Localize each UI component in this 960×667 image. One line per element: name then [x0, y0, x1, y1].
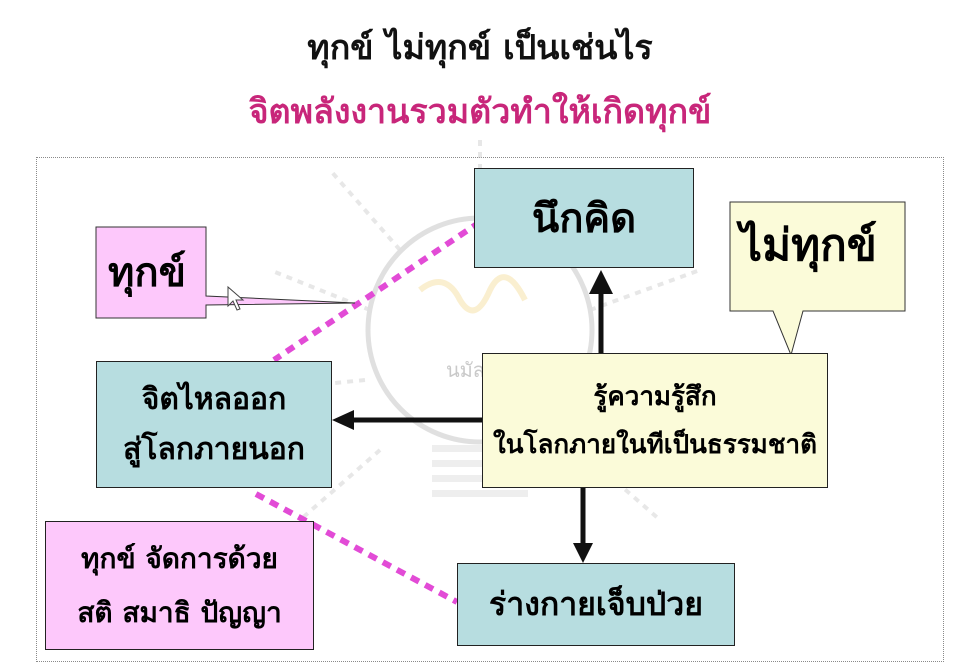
pointer-cursor-icon	[227, 285, 245, 311]
page-subtitle: จิตพลังงานรวมตัวทำให้เกิดทุกข์	[248, 92, 712, 132]
arrow-awareness-to-mind	[332, 410, 482, 430]
think-box: นึกคิด	[474, 168, 694, 268]
awareness-line2: ในโลกภายในทีเป็นธรรมชาติ	[493, 429, 817, 460]
no-suffering-label: ไม่ทุกข์	[740, 220, 877, 271]
arrow-awareness-to-think	[589, 270, 613, 353]
manage-suffering-box: ทุกข์ จัดการด้วย สติ สมาธิ ปัญญา	[45, 521, 314, 650]
mind-outward-line1: จิตไหลออก	[141, 381, 287, 417]
page-title: ทุกข์ ไม่ทุกข์ เป็นเช่นไร	[307, 28, 653, 68]
awareness-box: รู้ความรู้สึก ในโลกภายในทีเป็นธรรมชาติ	[482, 353, 828, 488]
awareness-line1: รู้ความรู้สึก	[593, 381, 717, 412]
mind-outward-line2: สู่โลกภายนอก	[123, 431, 305, 467]
body-sick-label: ร่างกายเจ็บป่วย	[489, 585, 703, 623]
manage-line2: สติ สมาธิ ปัญญา	[77, 595, 282, 629]
manage-line1: ทุกข์ จัดการด้วย	[81, 541, 278, 575]
dotted-link-mind-to-body	[254, 491, 459, 605]
suffering-callout	[95, 226, 356, 319]
suffering-label: ทุกข์	[108, 249, 186, 296]
arrow-awareness-to-body	[573, 488, 593, 563]
diagram-frame	[36, 157, 944, 662]
think-label: นึกคิด	[531, 195, 637, 242]
mind-outward-box: จิตไหลออก สู่โลกภายนอก	[96, 361, 332, 488]
no-suffering-callout	[729, 201, 906, 357]
body-sick-box: ร่างกายเจ็บป่วย	[457, 563, 735, 646]
